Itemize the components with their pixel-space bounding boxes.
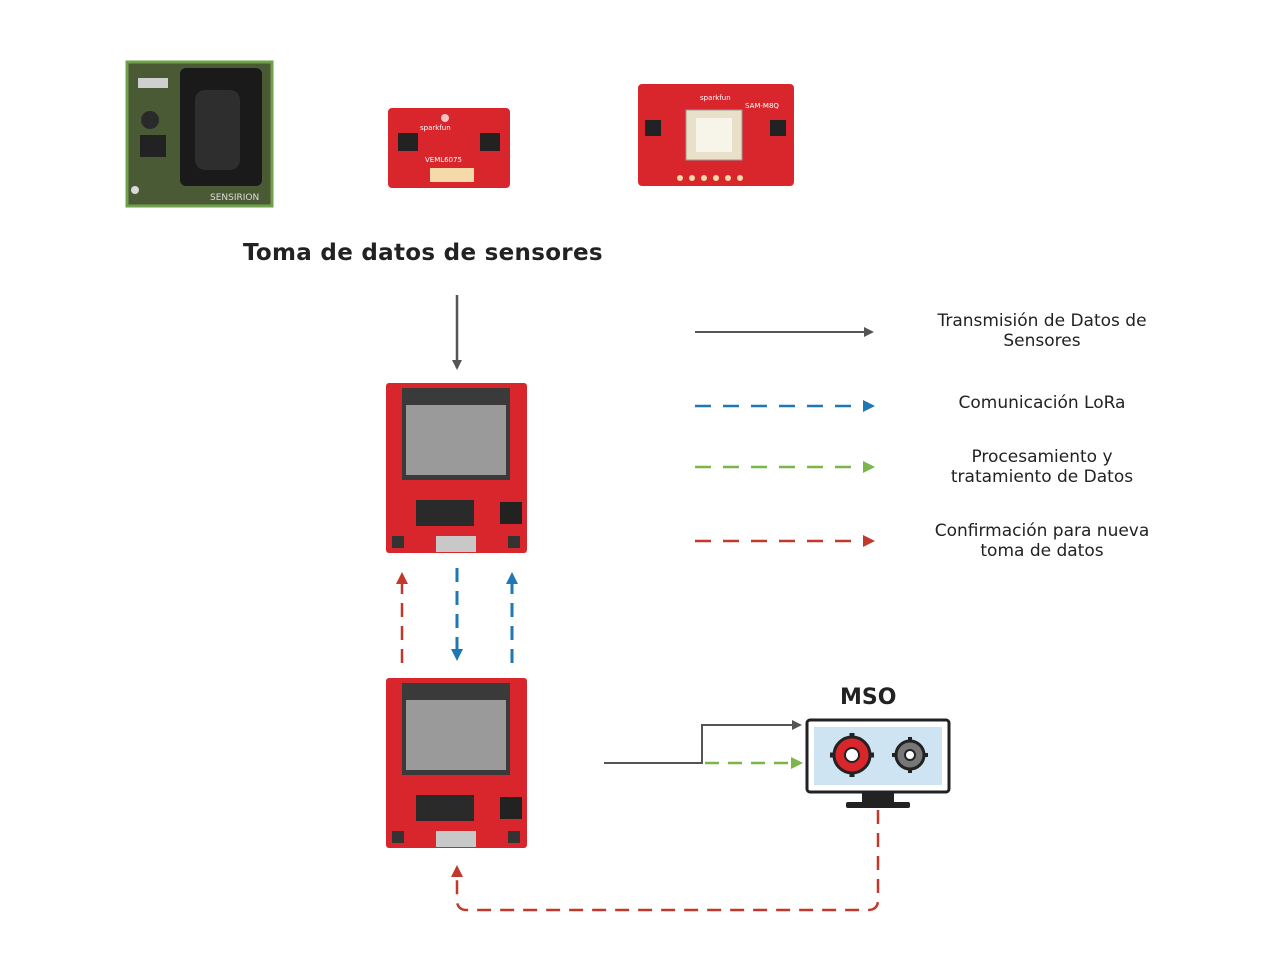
sensor-veml6075: sparkfun VEML6075 — [388, 108, 510, 188]
mso-label: MSO — [840, 685, 897, 710]
sam-brand: sparkfun — [700, 94, 731, 102]
legend-label-line1: Comunicación LoRa — [958, 393, 1126, 413]
legend-label-line2: toma de datos — [980, 541, 1104, 561]
gear-icon-small — [892, 737, 928, 773]
gear-icon — [830, 733, 874, 777]
board-node-1 — [386, 383, 527, 553]
board-node-2 — [386, 678, 527, 848]
monitor-icon — [805, 718, 951, 808]
legend-label-line1: Procesamiento y — [971, 447, 1113, 467]
board-to-mso-data-arrow — [604, 720, 802, 764]
legend-label-procesamiento: Procesamiento y tratamiento de Datos — [882, 447, 1202, 487]
sensor-sensirion: SENSIRION — [125, 60, 274, 208]
veml-brand: sparkfun — [420, 124, 451, 132]
legend-label-transmision: Transmisión de Datos de Sensores — [882, 311, 1202, 351]
legend-label-line1: Transmisión de Datos de — [937, 311, 1147, 331]
legend-label-line2: Sensores — [1003, 331, 1081, 351]
sam-model: SAM-M8Q — [745, 102, 779, 110]
sensor-data-caption: Toma de datos de sensores — [243, 240, 603, 266]
veml-model: VEML6075 — [425, 156, 462, 164]
legend-label-line2: tratamiento de Datos — [950, 467, 1134, 487]
sensor-sam-m8q: sparkfun SAM-M8Q — [638, 84, 794, 186]
legend-label-lora: Comunicación LoRa — [882, 393, 1202, 413]
sensirion-brand: SENSIRION — [210, 193, 259, 203]
legend-label-confirmacion: Confirmación para nueva toma de datos — [882, 521, 1202, 561]
legend-label-line1: Confirmación para nueva — [934, 521, 1150, 541]
mso-to-board-confirm-arrow — [451, 810, 880, 912]
